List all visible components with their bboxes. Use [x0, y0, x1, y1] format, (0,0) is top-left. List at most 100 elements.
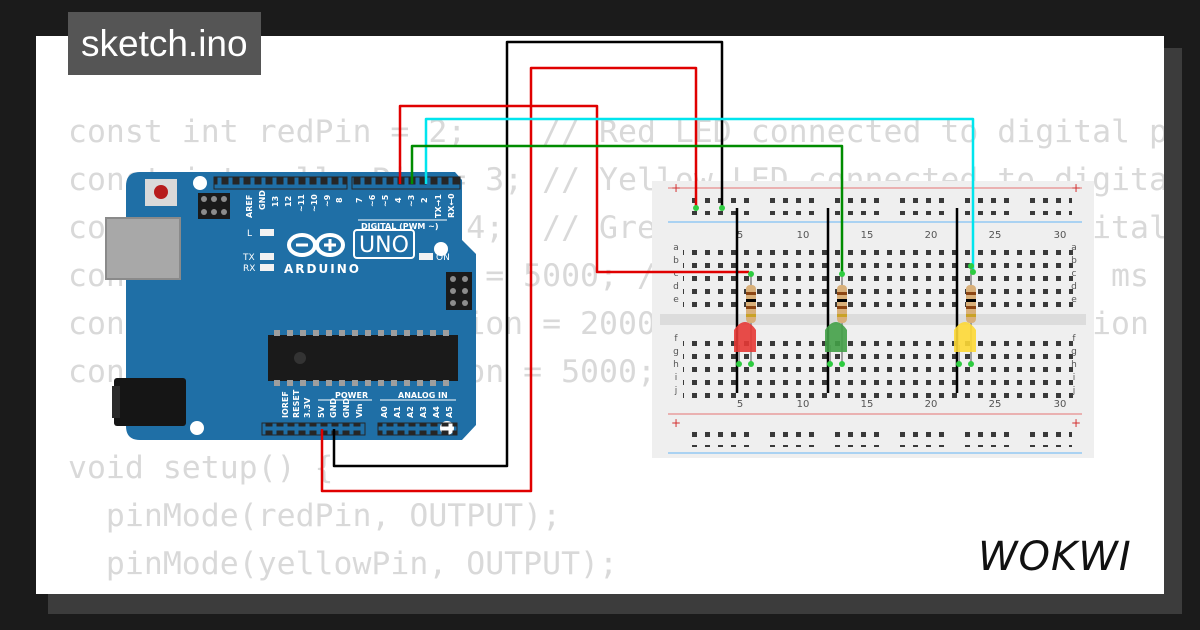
pin-label: TX→1: [434, 194, 443, 218]
row-letter: i: [1073, 373, 1076, 383]
row-letter: h: [1071, 360, 1077, 370]
pin-label: 12: [284, 196, 293, 207]
pin-label: 2: [420, 197, 429, 203]
row-letter: j: [1072, 386, 1076, 396]
resistor: [837, 271, 847, 345]
led-rx: [260, 264, 274, 271]
code-line: pinMode(redPin, OUTPUT);: [68, 498, 562, 534]
power-pin-label: IOREF: [281, 391, 290, 418]
wire-yellow-signal: [424, 117, 975, 272]
row-letter: f: [1072, 334, 1076, 344]
column-number: 15: [861, 399, 874, 410]
mounting-hole: [434, 242, 448, 256]
rail-plus-bottom-right: +: [1071, 416, 1081, 430]
power-header: [261, 422, 366, 436]
power-pin-label: 3.3V: [303, 397, 312, 418]
arduino-uno-board: AREF GND 13 12 ~11 ~10 ~9 8 7 ~6 ~5 4 ~3…: [105, 172, 476, 440]
column-number: 30: [1054, 399, 1067, 410]
analog-pin-label: A3: [419, 406, 428, 418]
digital-header-low: [351, 176, 461, 190]
breadboard: + + + + 5 10 15 20 25 30 5 10 15 20 25 3…: [652, 181, 1094, 458]
wire-endpoints: [693, 205, 976, 275]
analog-header: [377, 422, 458, 436]
analog-pin-label: A0: [380, 406, 389, 418]
pin-label: ~9: [323, 194, 332, 207]
led-label-tx: TX: [242, 253, 255, 263]
row-letter: a: [673, 243, 679, 253]
power-jack: [114, 378, 186, 426]
row-letter: g: [1071, 347, 1077, 357]
wire-gnd: [332, 40, 724, 468]
row-letter: d: [1071, 282, 1077, 292]
wire-5v: [320, 66, 698, 493]
sketch-title: sketch.ino: [68, 12, 261, 75]
row-letter: b: [1071, 256, 1077, 266]
wire-green-signal: [410, 144, 844, 272]
row-letter: c: [1072, 269, 1077, 279]
led-label-rx: RX: [243, 264, 255, 274]
pin-label: GND: [258, 190, 267, 210]
pin-label: ~6: [368, 194, 377, 207]
analog-pin-label: A4: [432, 406, 441, 418]
analog-pin-label: A5: [445, 406, 454, 418]
pin-label: ~10: [310, 194, 319, 212]
rail-plus-top: +: [671, 181, 681, 195]
pin-label: 8: [335, 197, 344, 203]
wires: [320, 40, 975, 493]
wokwi-logo: WOKWI: [978, 534, 1132, 578]
wokwi-logo-text: WOKWI: [978, 534, 1132, 578]
leds: [734, 322, 976, 367]
column-number: 20: [925, 399, 938, 410]
power-pin-label: 5V: [317, 405, 326, 418]
row-letter: c: [674, 269, 679, 279]
red-led: [734, 322, 756, 367]
pin-label: ~5: [381, 194, 390, 207]
pin-label: AREF: [245, 195, 254, 218]
led-label-on: ON: [436, 253, 450, 263]
column-number: 15: [861, 230, 874, 241]
pin-label: 7: [355, 197, 364, 203]
yellow-led: [954, 322, 976, 367]
green-led: [825, 322, 847, 367]
digital-header-high: [213, 176, 348, 190]
bottom-power-rail: [692, 425, 1072, 447]
row-letter: e: [1071, 295, 1077, 305]
power-pin-label: GND: [342, 398, 351, 418]
power-label: POWER: [335, 391, 368, 400]
column-number: 20: [925, 230, 938, 241]
column-number: 25: [989, 399, 1002, 410]
icsp-header-2: [446, 272, 472, 310]
row-letter: a: [1071, 243, 1077, 253]
reset-button-cap[interactable]: [154, 185, 168, 199]
terminal-strip-top: [683, 242, 1073, 307]
column-number: 5: [737, 399, 743, 410]
rail-plus-top-right: +: [1071, 181, 1081, 195]
row-letter: j: [674, 386, 678, 396]
code-line: void setup() {: [68, 450, 334, 486]
led-tx: [260, 253, 274, 260]
analog-pin-label: A1: [393, 406, 402, 418]
column-number: 25: [989, 230, 1002, 241]
arduino-logo: [287, 233, 345, 257]
uno-badge: [353, 229, 415, 259]
pin-label: ~3: [407, 195, 416, 207]
pin-label: RX←0: [447, 193, 456, 218]
arduino-brand: ARDUINO: [284, 262, 361, 276]
column-number: 10: [797, 230, 810, 241]
wire-red-signal: [398, 104, 749, 274]
top-power-rail: [692, 193, 1072, 215]
column-number: 5: [737, 230, 743, 241]
pin-label: 4: [394, 197, 403, 203]
row-letter: b: [673, 256, 679, 266]
power-pin-label: GND: [329, 398, 338, 418]
column-number: 10: [797, 399, 810, 410]
row-letter: i: [675, 373, 678, 383]
mounting-hole: [193, 176, 207, 190]
led-label-l: L: [247, 229, 252, 239]
rail-plus-bottom: +: [671, 416, 681, 430]
pin-label: 13: [271, 196, 280, 207]
row-letter: e: [673, 295, 679, 305]
analog-label: ANALOG IN: [398, 391, 448, 400]
column-number: 30: [1054, 230, 1067, 241]
center-channel: [660, 314, 1086, 325]
